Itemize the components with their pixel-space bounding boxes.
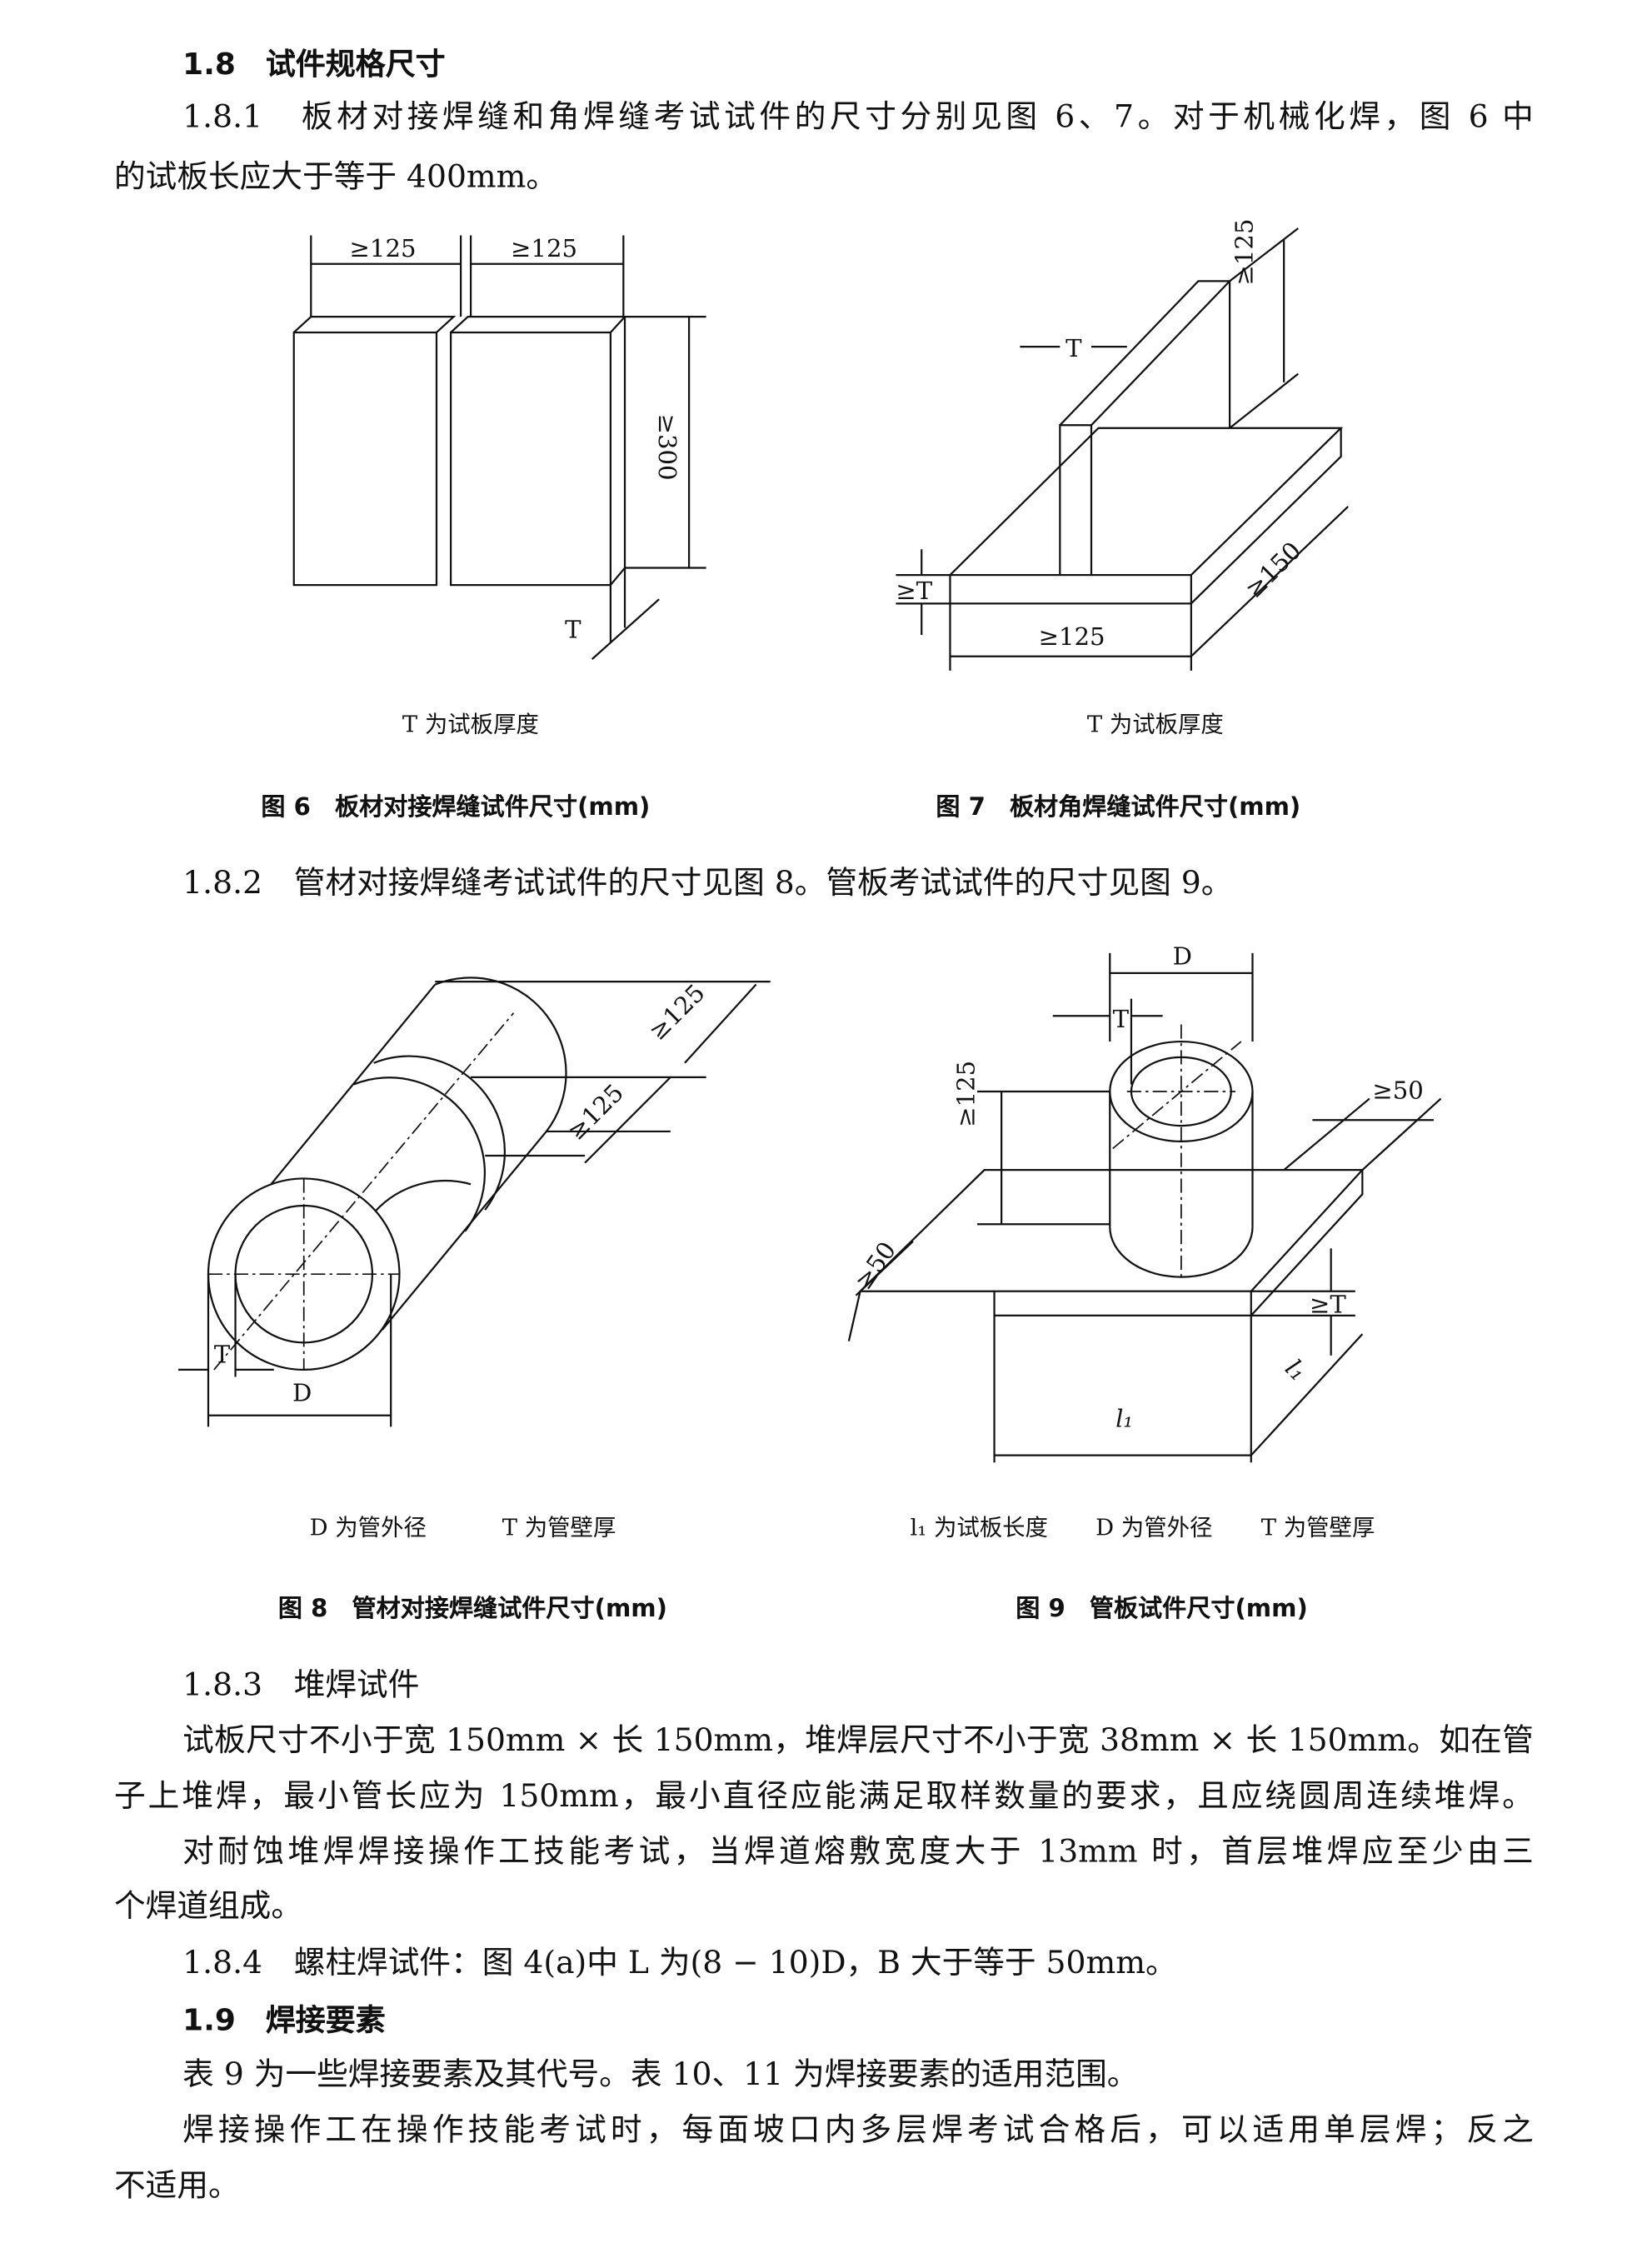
fig9-l1-front: l₁ [1115, 1404, 1133, 1432]
fig8-dim-a: ≥125 [643, 978, 711, 1046]
fig8-caption: 图 8 管材对接焊缝试件尺寸(mm) [277, 1595, 667, 1624]
fig9-note-d: D 为管外径 [1096, 1513, 1213, 1541]
paragraph-1-8-2: 1.8.2 管材对接焊缝考试试件的尺寸见图 8。管板考试试件的尺寸见图 9。 [182, 866, 1233, 902]
fig8-t: T [214, 1340, 231, 1368]
fig9-t-side: ≥T [1310, 1290, 1346, 1318]
paragraph-1-8-1-line2: 的试板长应大于等于 400mm。 [113, 159, 558, 196]
fig6-note: T 为试板厚度 [402, 710, 539, 738]
section-heading-1-9: 1.9 焊接要素 [182, 2003, 386, 2038]
paragraph-1-8-3-line2: 子上堆焊，最小管长应为 150mm，最小直径应能满足取样数量的要求，且应绕圆周连… [113, 1779, 1534, 1816]
paragraph-1-9-line1: 表 9 为一些焊接要素及其代号。表 10、11 为焊接要素的适用范围。 [182, 2057, 1139, 2094]
paragraph-1-8-3-title: 1.8.3 堆焊试件 [182, 1667, 420, 1704]
fig6-dim-h: ≥300 [653, 414, 681, 481]
fig8-dim-b: ≥125 [561, 1078, 629, 1146]
fig6-dim-a: ≥125 [350, 234, 417, 262]
fig8-note-d: D 为管外径 [309, 1513, 427, 1541]
fig7-dim-h: ≥125 [1230, 219, 1258, 286]
fig9-dim-h: ≥125 [952, 1061, 981, 1127]
paragraph-1-8-3-line4: 个焊道组成。 [113, 1889, 303, 1926]
fig6-caption: 图 6 板材对接焊缝试件尺寸(mm) [261, 793, 651, 822]
fig7-note: T 为试板厚度 [1086, 710, 1224, 738]
fig6-dim-b: ≥125 [511, 234, 577, 262]
fig7-t-side: ≥T [896, 577, 932, 605]
fig9-d: D [1173, 942, 1192, 971]
paragraph-1-8-1-line1: 1.8.1 板材对接焊缝和角焊缝考试试件的尺寸分别见图 6、7。对于机械化焊，图… [182, 99, 1534, 136]
fig9-dim-r: ≥50 [1372, 1077, 1423, 1105]
fig8-pipe-butt-weld: ≥125 ≥125 D T [178, 977, 771, 1427]
fig9-t: T [1113, 1005, 1130, 1033]
paragraph-1-8-3-line1: 试板尺寸不小于宽 150mm × 长 150mm，堆焊层尺寸不小于宽 38mm … [182, 1723, 1534, 1760]
fig9-caption: 图 9 管板试件尺寸(mm) [1016, 1595, 1308, 1624]
paragraph-1-8-3-line3: 对耐蚀堆焊焊接操作工技能考试，当焊道熔敷宽度大于 13mm 时，首层堆焊应至少由… [182, 1835, 1534, 1871]
fig8-note-t: T 为管壁厚 [502, 1513, 616, 1541]
fig9-note-l: l₁ 为试板长度 [910, 1513, 1048, 1541]
fig8-d: D [292, 1379, 312, 1407]
fig9-dim-l: ≥50 [849, 1236, 901, 1295]
paragraph-1-8-4: 1.8.4 螺柱焊试件：图 4(a)中 L 为(8 − 10)D，B 大于等于 … [182, 1946, 1177, 1982]
fig6-butt-weld-plates: ≥125 ≥125 ≥300 T [292, 234, 706, 660]
fig6-t: T [565, 615, 581, 643]
fig9-note-t: T 为管壁厚 [1260, 1513, 1375, 1541]
fig7-caption: 图 7 板材角焊缝试件尺寸(mm) [936, 793, 1301, 822]
paragraph-1-9-line3: 不适用。 [113, 2168, 240, 2205]
fig9-l1-side: l₁ [1280, 1354, 1312, 1386]
section-heading-1-8: 1.8 试件规格尺寸 [182, 47, 446, 82]
fig7-t-top: T [1066, 334, 1082, 362]
fig9-pipe-plate: l₁ l₁ D T ≥125 ≥50 ≥50 ≥T [847, 942, 1442, 1463]
fig7-dim-w: ≥125 [1039, 622, 1105, 651]
paragraph-1-9-line2: 焊接操作工在操作技能考试时，每面坡口内多层焊考试合格后，可以适用单层焊；反之 [182, 2113, 1534, 2149]
fig7-fillet-weld-plates: ≥125 T ≥T ≥125 ≥150 [896, 219, 1349, 671]
